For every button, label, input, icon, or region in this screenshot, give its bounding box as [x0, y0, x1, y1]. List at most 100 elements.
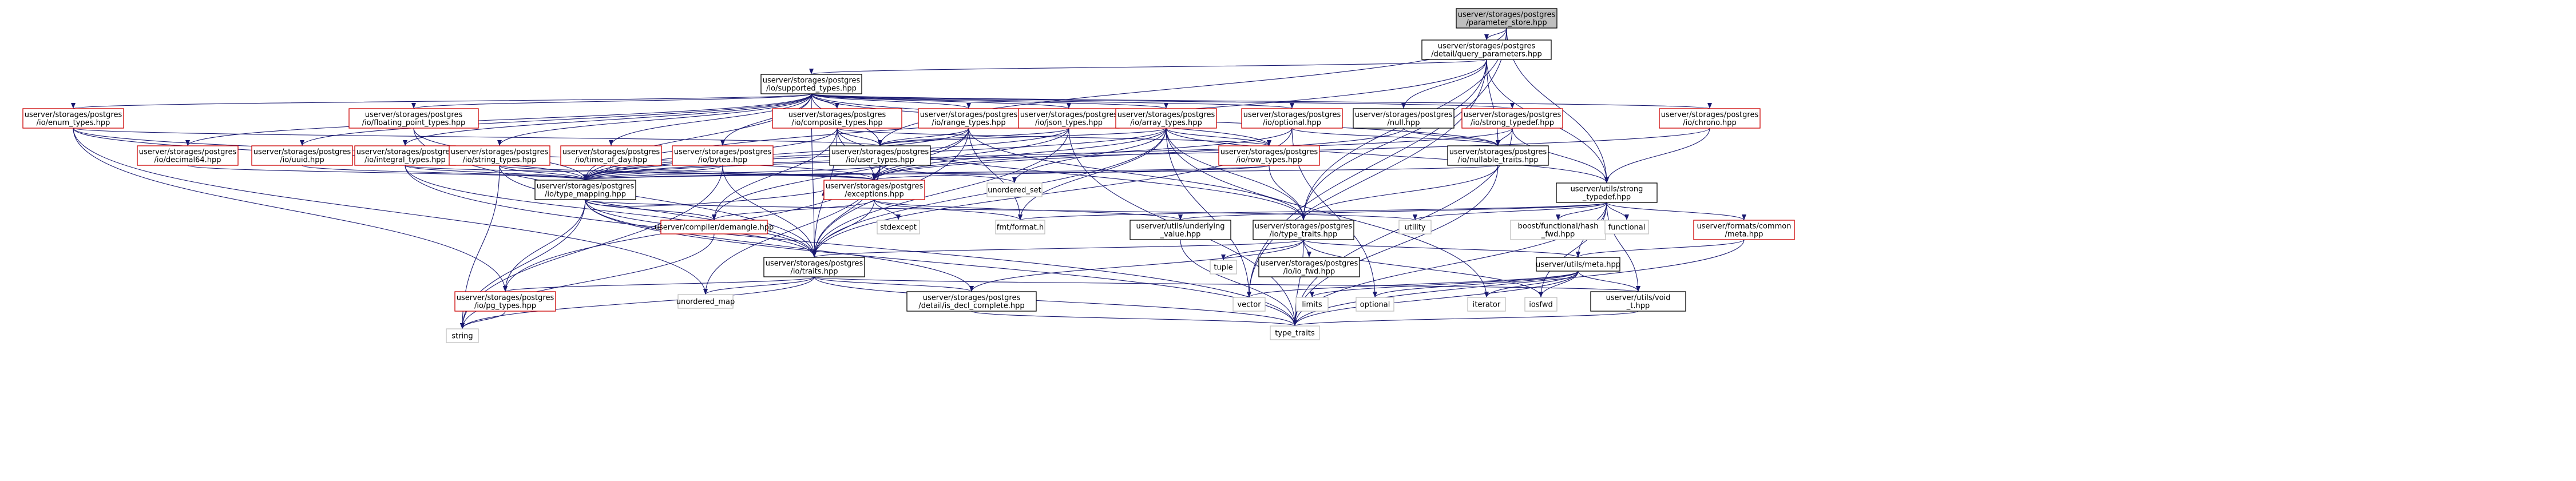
- node-integral[interactable]: userver/storages/postgres/io/integral_ty…: [354, 145, 456, 166]
- node-box: [1524, 297, 1558, 312]
- edge-root-to-vector: [1247, 27, 1507, 298]
- node-label-line: userver/storages/postgres: [788, 111, 886, 120]
- node-decimal64[interactable]: userver/storages/postgres/io/decimal64.h…: [137, 145, 239, 166]
- node-exceptions[interactable]: userver/storages/postgres/exceptions.hpp: [823, 180, 925, 200]
- node-uuid[interactable]: userver/storages/postgres/io/uuid.hpp: [251, 145, 353, 166]
- node-label-line: /io/json_types.hpp: [1035, 119, 1103, 128]
- node-bytea[interactable]: userver/storages/postgres/io/bytea.hpp: [672, 145, 774, 166]
- node-label-line: /io/time_of_day.hpp: [575, 156, 647, 165]
- edge-traits-to-void_t: [814, 276, 1640, 292]
- node-qparams[interactable]: userver/storages/postgres/detail/query_p…: [1421, 39, 1552, 60]
- edge-decimal64-to-type_mapping: [187, 165, 588, 181]
- node-box: [772, 108, 902, 129]
- node-utils_meta[interactable]: userver/utils/meta.hpp: [1536, 257, 1620, 272]
- edge-supported-to-decimal64: [185, 93, 812, 146]
- node-box: [1447, 145, 1549, 166]
- edge-utils_meta-to-iterator: [1484, 271, 1579, 298]
- node-label-line: type_traits: [1275, 329, 1315, 338]
- node-label-line: /detail/query_parameters.hpp: [1431, 50, 1542, 59]
- node-supported[interactable]: userver/storages/postgres/io/supported_t…: [760, 74, 862, 94]
- node-box: [1693, 220, 1795, 240]
- node-optional_hpp[interactable]: userver/storages/postgres/io/optional.hp…: [1241, 108, 1343, 129]
- node-box: [1421, 39, 1552, 60]
- node-box: [823, 180, 925, 200]
- node-label-line: /io/decimal64.hpp: [154, 156, 221, 165]
- node-label-line: userver/storages/postgres: [1117, 111, 1215, 120]
- edge-null_hpp-to-nullable: [1403, 128, 1500, 146]
- nodes-layer: userver/storages/postgres/parameter_stor…: [22, 8, 1795, 343]
- edge-string_types-to-traits: [499, 165, 817, 258]
- edge-range-to-demangle: [712, 128, 969, 221]
- node-formats_meta[interactable]: userver/formats/common/meta.hpp: [1693, 220, 1795, 240]
- edge-decl_complete-to-type_traits_std: [971, 311, 1297, 327]
- edge-nullable-to-type_traits_pg: [1301, 165, 1499, 221]
- edge-qparams-to-vector: [1247, 59, 1487, 298]
- node-label-line: userver/storages/postgres: [356, 148, 454, 157]
- node-label-line: _value.hpp: [1160, 230, 1201, 239]
- edge-utils_strong-to-void_t: [1606, 202, 1640, 292]
- node-label-line: /parameter_store.hpp: [1466, 19, 1547, 27]
- node-unordered_map: unordered_map: [676, 294, 735, 309]
- node-null_hpp[interactable]: userver/storages/postgres/null.hpp: [1353, 108, 1455, 129]
- node-nullable[interactable]: userver/storages/postgres/io/nullable_tr…: [1447, 145, 1549, 166]
- node-composite[interactable]: userver/storages/postgres/io/composite_t…: [772, 108, 902, 129]
- node-range[interactable]: userver/storages/postgres/io/range_types…: [918, 108, 1020, 129]
- node-box: [877, 220, 920, 234]
- edge-exceptions-to-fmt_format: [874, 199, 1023, 221]
- node-label-line: userver/storages/postgres: [1661, 111, 1759, 120]
- edge-utils_meta-to-limits: [1310, 271, 1579, 298]
- node-void_t[interactable]: userver/utils/void_t.hpp: [1590, 291, 1686, 312]
- edge-utils_strong-to-iosfwd: [1539, 202, 1607, 298]
- node-json[interactable]: userver/storages/postgres/io/json_types.…: [1018, 108, 1120, 129]
- node-label-line: userver/storages/postgres: [766, 260, 863, 268]
- node-label-line: userver/storages/postgres: [253, 148, 351, 157]
- node-label-line: _typedef.hpp: [1582, 193, 1631, 202]
- node-label-line: /io/enum_types.hpp: [37, 119, 110, 128]
- edge-user_types-to-type_mapping: [583, 165, 881, 181]
- edge-integral-to-type_mapping: [405, 165, 588, 181]
- edge-utils_strong-to-formats_meta: [1606, 202, 1746, 221]
- edge-void_t-to-type_traits_std: [1293, 311, 1639, 327]
- node-box: [1356, 297, 1394, 312]
- node-label-line: userver/storages/postgres: [1355, 111, 1453, 120]
- edge-utils_strong-to-utility: [1413, 202, 1607, 221]
- node-enum_types[interactable]: userver/storages/postgres/io/enum_types.…: [22, 108, 124, 129]
- edge-supported-to-floating: [411, 93, 812, 109]
- edge-traits-to-pg_types: [503, 276, 815, 292]
- edge-root-to-qparams: [1484, 27, 1507, 41]
- node-user_types[interactable]: userver/storages/postgres/io/user_types.…: [829, 145, 931, 166]
- node-utils_strong[interactable]: userver/utils/strong_typedef.hpp: [1556, 182, 1658, 203]
- edge-range-to-type_mapping: [583, 128, 969, 181]
- node-string_types[interactable]: userver/storages/postgres/io/string_type…: [449, 145, 550, 166]
- node-root[interactable]: userver/storages/postgres/parameter_stor…: [1456, 8, 1558, 29]
- edge-enum_types-to-unordered_map: [73, 128, 708, 295]
- node-io_fwd[interactable]: userver/storages/postgres/io/io_fwd.hpp: [1258, 257, 1360, 277]
- node-chrono[interactable]: userver/storages/postgres/io/chrono.hpp: [1659, 108, 1761, 129]
- node-box: [1536, 257, 1620, 272]
- edge-type_traits_pg-to-iosfwd: [1303, 239, 1543, 298]
- edge-utils_strong-to-fmt_format: [1018, 202, 1607, 221]
- node-demangle[interactable]: userver/compiler/demangle.hpp: [655, 220, 774, 234]
- node-label-line: boost/functional/hash: [1518, 222, 1599, 231]
- node-type_traits_pg[interactable]: userver/storages/postgres/io/type_traits…: [1253, 220, 1354, 240]
- node-row_types[interactable]: userver/storages/postgres/io/row_types.h…: [1218, 145, 1320, 166]
- edge-type_traits_pg-to-traits: [812, 239, 1304, 258]
- node-label-line: userver/storages/postgres: [674, 148, 772, 157]
- node-label-line: /io/floating_point_types.hpp: [362, 119, 465, 128]
- node-floating[interactable]: userver/storages/postgres/io/floating_po…: [348, 108, 479, 129]
- node-type_mapping[interactable]: userver/storages/postgres/io/type_mappin…: [534, 180, 636, 200]
- node-time_of_day[interactable]: userver/storages/postgres/io/time_of_day…: [560, 145, 662, 166]
- node-label-line: userver/storages/postgres: [1255, 222, 1353, 231]
- node-strong_typedef[interactable]: userver/storages/postgres/io/strong_type…: [1461, 108, 1563, 129]
- node-label-line: /detail/is_decl_complete.hpp: [918, 302, 1024, 311]
- node-label-line: userver/storages/postgres: [139, 148, 237, 157]
- node-label-line: /null.hpp: [1388, 119, 1420, 128]
- edge-supported-to-uuid: [300, 93, 812, 146]
- node-label-line: functional: [1608, 224, 1646, 232]
- node-array[interactable]: userver/storages/postgres/io/array_types…: [1115, 108, 1217, 129]
- node-traits[interactable]: userver/storages/postgres/io/traits.hpp: [763, 257, 865, 277]
- node-underlying[interactable]: userver/utils/underlying_value.hpp: [1130, 220, 1231, 240]
- node-pg_types[interactable]: userver/storages/postgres/io/pg_types.hp…: [454, 291, 556, 312]
- node-decl_complete[interactable]: userver/storages/postgres/detail/is_decl…: [906, 291, 1037, 312]
